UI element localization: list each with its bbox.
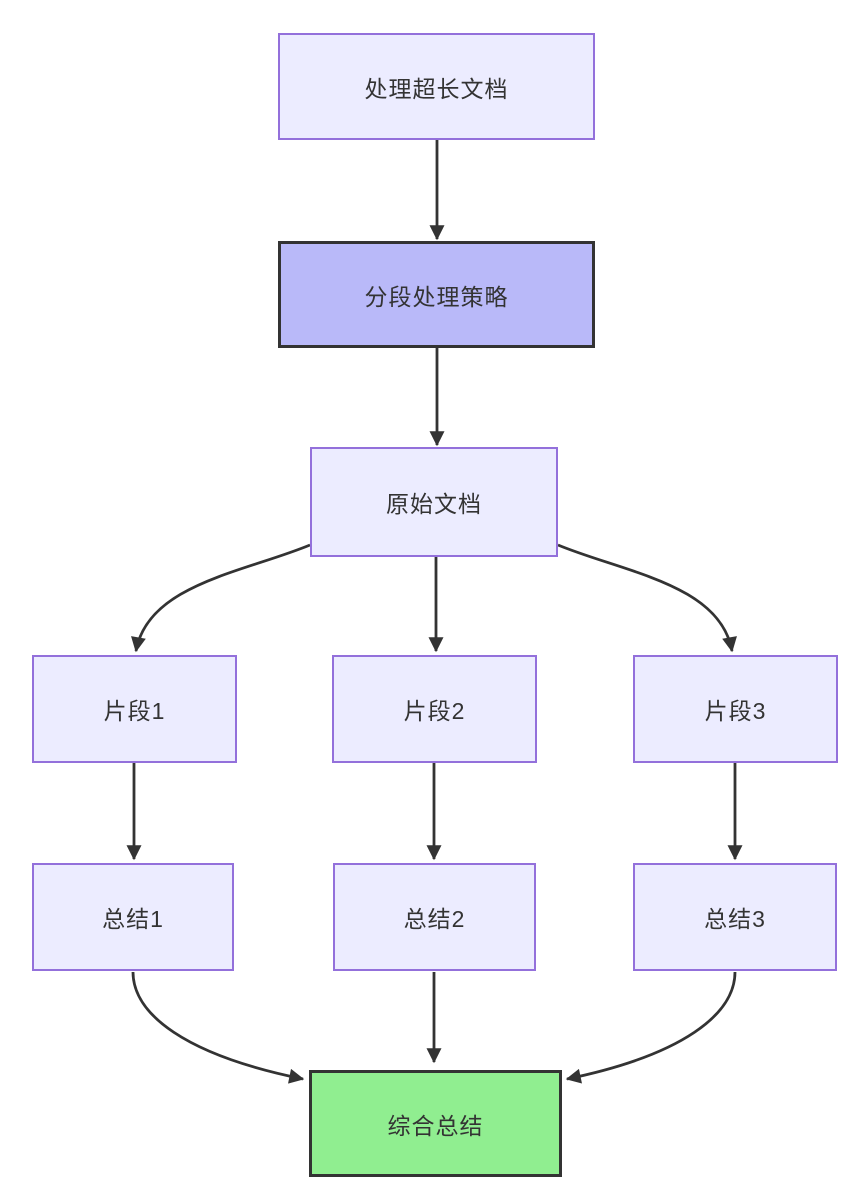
node-fragment-2: 片段2 — [332, 655, 537, 763]
node-original-document: 原始文档 — [310, 447, 558, 557]
node-process-long-doc: 处理超长文档 — [278, 33, 595, 140]
edge-e3-g — [565, 971, 737, 1084]
edge-c-d3 — [557, 543, 737, 653]
node-segmentation-strategy: 分段处理策略 — [278, 241, 595, 348]
node-summary-2: 总结2 — [333, 863, 536, 971]
node-summary-1: 总结1 — [32, 863, 234, 971]
edge-c-d1 — [131, 543, 311, 653]
node-summary-3: 总结3 — [633, 863, 837, 971]
node-final-summary: 综合总结 — [309, 1070, 562, 1177]
edge-e1-g — [131, 971, 305, 1084]
node-fragment-1: 片段1 — [32, 655, 237, 763]
node-fragment-3: 片段3 — [633, 655, 838, 763]
